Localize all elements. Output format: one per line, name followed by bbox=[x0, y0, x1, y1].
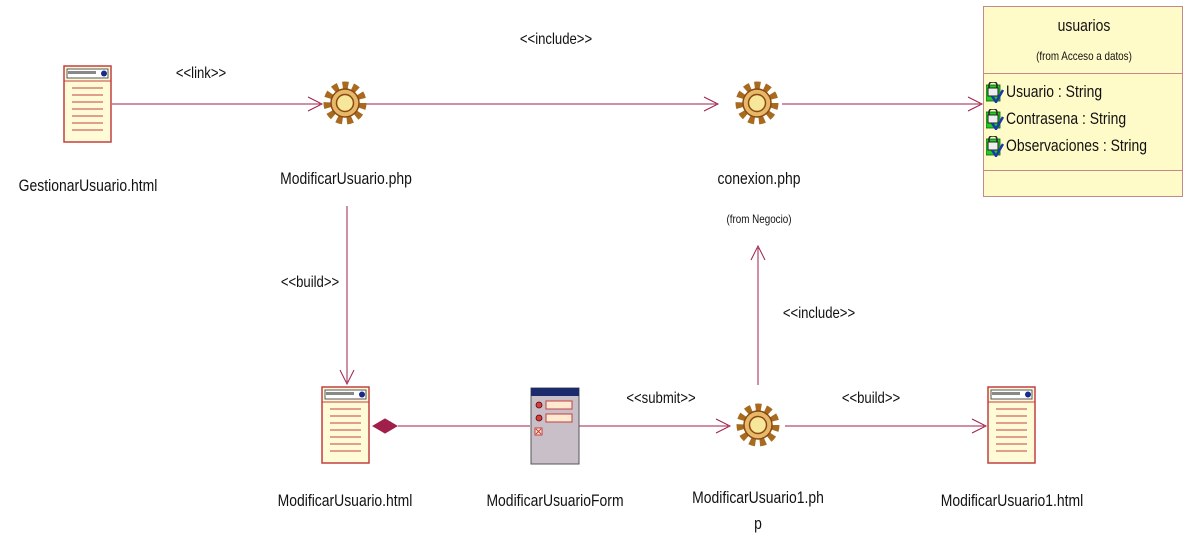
class-attribute: Observaciones : String bbox=[986, 135, 1178, 157]
arrowhead-submit bbox=[715, 418, 732, 434]
arrowhead-include-right bbox=[750, 244, 766, 261]
edge-label-build-left: <<build>> bbox=[280, 274, 340, 291]
class-attributes: Usuario : String Contrasena : String Obs… bbox=[984, 74, 1182, 171]
node-label-modificar-usuario-php: ModificarUsuario.php bbox=[280, 169, 412, 188]
node-label-conexion-php: conexion.php bbox=[717, 169, 801, 188]
modificar-usuario1-html-page-icon bbox=[987, 386, 1036, 464]
class-attribute: Contrasena : String bbox=[986, 108, 1152, 130]
modificar-usuario-html-page-icon bbox=[321, 386, 370, 464]
node-label-modificar-usuario1-html: ModificarUsuario1.html bbox=[940, 491, 1084, 510]
node-from-conexion-php: (from Negocio) bbox=[726, 212, 792, 226]
modificar-usuario1-php-gear-icon bbox=[741, 408, 775, 442]
node-label-modificar-usuario-form: ModificarUsuarioForm bbox=[486, 491, 624, 510]
node-label-modificar-usuario1-php-cont: p bbox=[754, 514, 762, 533]
node-label-modificar-usuario-html: ModificarUsuario.html bbox=[277, 491, 413, 510]
composition-diamond bbox=[372, 418, 398, 434]
attribute-key-icon bbox=[986, 108, 1004, 130]
arrowhead-include-top bbox=[703, 96, 720, 112]
class-name: usuarios bbox=[1057, 16, 1111, 35]
arrowhead-link bbox=[307, 96, 324, 112]
modificar-usuario-php-gear-icon bbox=[328, 86, 362, 120]
edge-label-include-right: <<include>> bbox=[782, 305, 856, 322]
class-header: usuarios (from Acceso a datos) bbox=[984, 7, 1182, 74]
node-label-gestionar-usuario-html: GestionarUsuario.html bbox=[18, 176, 158, 195]
arrowhead-usuarios bbox=[967, 96, 984, 112]
arrowhead-build-left bbox=[339, 369, 355, 386]
edge-label-link: <<link>> bbox=[175, 65, 227, 82]
arrowhead-build-right bbox=[971, 418, 988, 434]
edge-label-build-right: <<build>> bbox=[841, 390, 901, 407]
attribute-text: Observaciones : String bbox=[1006, 136, 1148, 155]
class-from: (from Acceso a datos) bbox=[1036, 49, 1132, 63]
class-usuarios: usuarios (from Acceso a datos) Usuario :… bbox=[983, 6, 1183, 197]
edge-label-submit: <<submit>> bbox=[626, 390, 696, 407]
attribute-key-icon bbox=[986, 81, 1004, 103]
edge-label-include-top: <<include>> bbox=[519, 31, 593, 48]
class-attribute: Usuario : String bbox=[986, 81, 1123, 103]
attribute-key-icon bbox=[986, 135, 1004, 157]
node-label-modificar-usuario1-php: ModificarUsuario1.ph bbox=[692, 488, 824, 507]
conexion-php-gear-icon bbox=[740, 86, 774, 120]
gestionar-usuario-html-page-icon bbox=[63, 65, 112, 143]
modificar-usuario-form-icon bbox=[530, 387, 580, 465]
attribute-text: Usuario : String bbox=[1006, 82, 1103, 101]
attribute-text: Contrasena : String bbox=[1006, 109, 1127, 128]
